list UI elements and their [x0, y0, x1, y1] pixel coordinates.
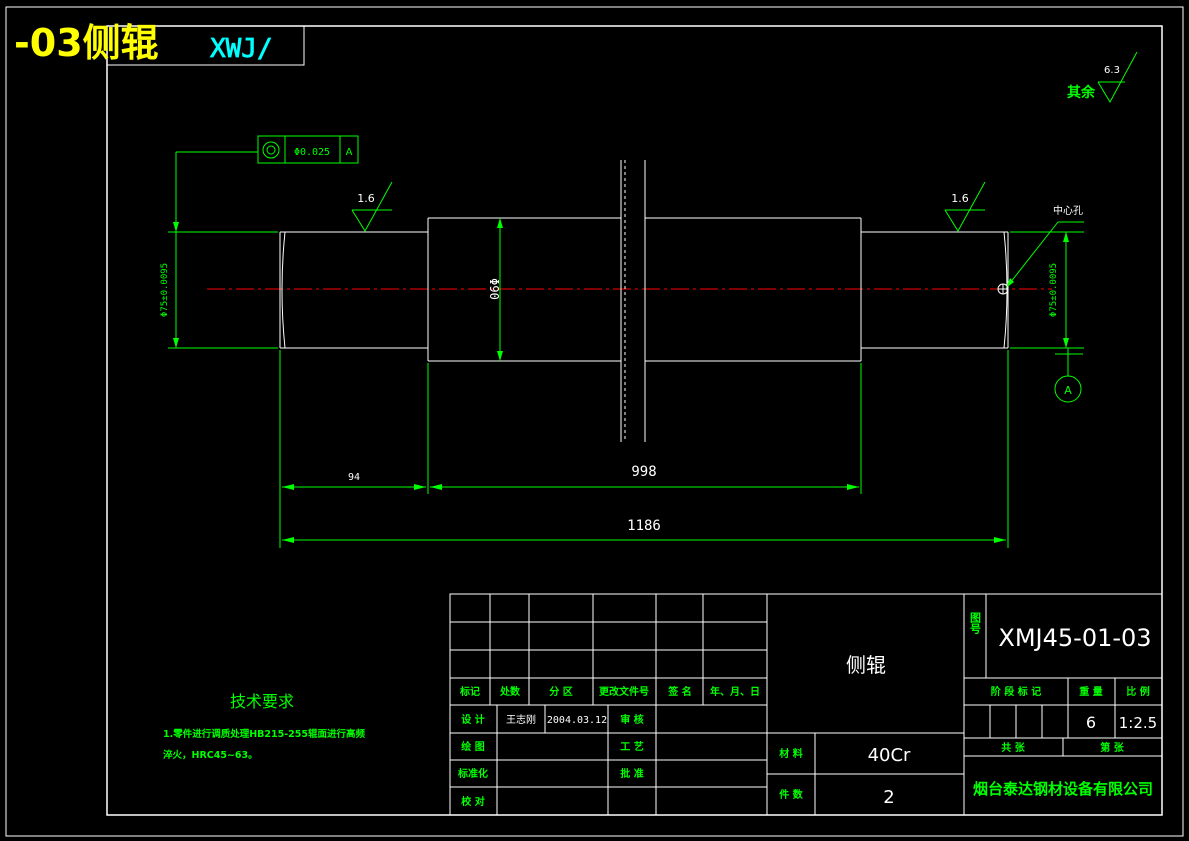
tb-scale-label: 比 例 [1126, 685, 1149, 698]
tech-requirements-title: 技术要求 [230, 692, 294, 711]
tb-part-name: 侧辊 [846, 653, 886, 677]
drawing-tag-box [106, 25, 305, 66]
tb-quantity-label: 件 数 [779, 788, 803, 801]
step-length-dim: 94 [348, 472, 360, 483]
tb-header-change-doc: 更改文件号 [599, 685, 649, 698]
tb-design-date: 2004.03.12 [547, 715, 607, 726]
tolerance-datum: A [346, 147, 353, 158]
tb-scale: 1:2.5 [1119, 714, 1157, 732]
drawing-title-overlay: -03侧辊 [14, 21, 159, 65]
tb-total-sheets: 共 张 [1001, 741, 1025, 754]
tech-requirements-line1: 1.零件进行调质处理HB215-255辊面进行高频 [163, 728, 366, 740]
roughness-left: 1.6 [357, 192, 375, 205]
tb-draw: 绘 图 [461, 740, 484, 753]
tb-company: 烟台泰达钢材设备有限公司 [973, 780, 1153, 798]
dimension-lines [168, 51, 1138, 548]
tb-header-count: 处数 [499, 685, 521, 698]
total-length-dim: 1186 [627, 518, 661, 534]
tb-drawing-no: XMJ45-01-03 [998, 624, 1151, 652]
outer-border [5, 6, 1184, 837]
concentricity-icon [262, 141, 280, 159]
tb-material-label: 材 料 [779, 747, 802, 760]
tb-design: 设 计 [461, 713, 484, 726]
tb-stage-label: 阶 段 标 记 [991, 685, 1041, 698]
tech-requirements-line2: 淬火，HRC45~63。 [163, 749, 258, 761]
datum-a-icon [1054, 375, 1082, 403]
tb-designer: 王志刚 [506, 713, 536, 726]
shaft-outline [279, 160, 1009, 442]
roughness-right: 1.6 [951, 192, 969, 205]
title-block [449, 593, 1163, 816]
tb-header-zone: 分 区 [549, 685, 572, 698]
center-hole-label: 中心孔 [1053, 204, 1083, 217]
tb-standard: 标准化 [457, 767, 488, 780]
tb-header-mark: 标记 [459, 685, 480, 698]
left-diameter-dim: Φ75±0.0095 [160, 263, 170, 317]
body-diameter-dim: Φ90 [487, 278, 501, 300]
tb-weight: 6 [1086, 713, 1096, 732]
tb-quantity: 2 [883, 787, 894, 808]
tb-process: 工 艺 [620, 740, 643, 753]
arrow-heads [173, 218, 1069, 543]
body-length-dim: 998 [631, 464, 656, 480]
tb-check: 校 对 [461, 795, 484, 808]
tb-weight-label: 重 量 [1079, 685, 1102, 698]
datum-a-label: A [1064, 384, 1072, 397]
tb-material: 40Cr [868, 745, 911, 766]
tb-sheet-no: 第 张 [1100, 741, 1124, 754]
tolerance-frame: Φ0.025 A [257, 135, 359, 164]
tb-approve: 批 准 [620, 767, 643, 780]
right-diameter-dim: Φ75±0.0095 [1049, 263, 1059, 317]
tolerance-value: Φ0.025 [294, 147, 330, 158]
tb-review: 审 核 [620, 713, 643, 726]
overlay-text: XWJ/ [210, 34, 273, 64]
roughness-general-label: 其余 [1067, 84, 1096, 101]
tb-header-signature: 签 名 [667, 685, 691, 698]
tb-header-date: 年、月、日 [710, 685, 760, 698]
tb-drawing-no-label: 图号 [969, 612, 982, 635]
roughness-general-value: 6.3 [1104, 65, 1120, 76]
